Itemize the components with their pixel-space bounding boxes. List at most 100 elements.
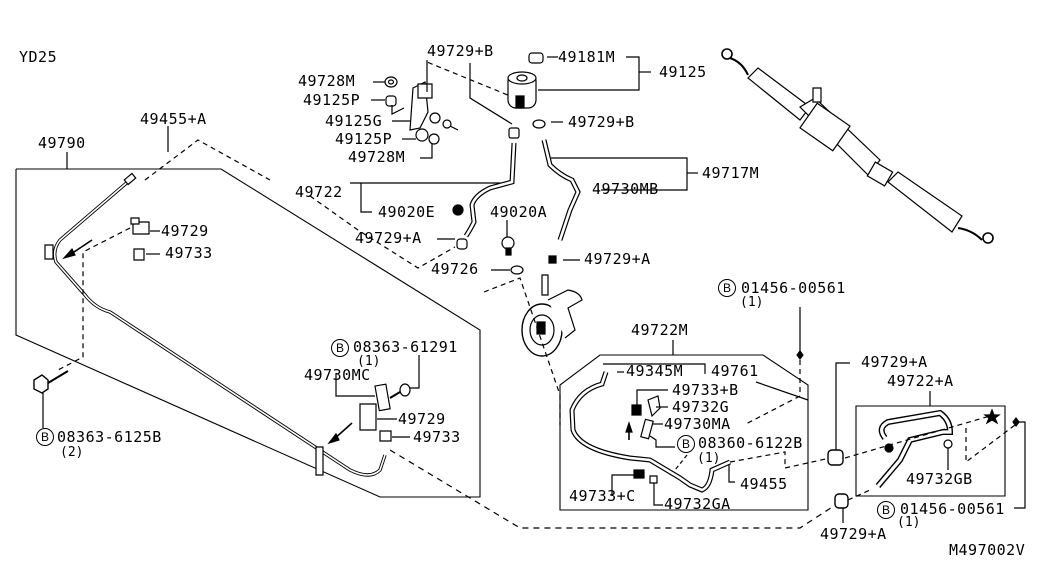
part-label-49722M[interactable]: 49722M [631, 321, 689, 339]
leader-49729B-top [470, 63, 512, 124]
bracket-49732G-icon [648, 396, 660, 416]
bolt-01456-bottom-icon [1013, 418, 1019, 426]
qty-bolt-mid: (1) [357, 354, 381, 369]
part-label-49733B[interactable]: 49733+B [672, 381, 739, 399]
panel-49790-outline [16, 169, 480, 497]
hose-49717M-icon [544, 140, 578, 240]
part-label-49181M[interactable]: 49181M [558, 48, 616, 66]
steering-gear-icon [722, 49, 993, 243]
part-label-49761[interactable]: 49761 [711, 362, 759, 380]
clamp-49733C-icon [634, 470, 644, 478]
star-icon [985, 410, 999, 423]
part-label-01456-00561-top[interactable]: 01456-00561 [741, 279, 846, 297]
part-label-49726[interactable]: 49726 [431, 260, 479, 278]
leader-49125P-top-b [392, 105, 404, 114]
bracket-49730MC-icon [360, 384, 391, 441]
part-label-49733C[interactable]: 49733+C [569, 487, 636, 505]
arrow-49722M [626, 423, 632, 440]
clamp-49732GA-icon [650, 476, 657, 483]
part-label-49722[interactable]: 49722 [295, 183, 343, 201]
leader-49717M-bracket [550, 158, 687, 190]
part-label-49729-mid[interactable]: 49729 [398, 410, 446, 428]
part-label-49729A-mid[interactable]: 49729+A [584, 250, 651, 268]
cap-49181M-icon [529, 53, 543, 63]
part-label-49125P-bot[interactable]: 49125P [335, 130, 393, 148]
part-label-49125P-top[interactable]: 49125P [303, 91, 361, 109]
badge-b-bolt-bottom-right: B [877, 501, 895, 519]
hose-49722-icon [466, 143, 514, 236]
part-label-49733-left[interactable]: 49733 [165, 244, 213, 262]
clip-on-hose-icon [316, 447, 323, 475]
bushing-49125P-bot-icon [416, 129, 428, 141]
clip-49729-left-icon [131, 218, 149, 234]
part-label-08360-6122B[interactable]: 08360-6122B [698, 434, 803, 452]
part-label-49729-left[interactable]: 49729 [161, 222, 209, 240]
dashed-guide-49455 [675, 455, 687, 470]
part-label-49717M[interactable]: 49717M [702, 164, 760, 182]
part-label-01456-00561-bottom[interactable]: 01456-00561 [900, 500, 1005, 518]
part-label-49730MA[interactable]: 49730MA [664, 415, 731, 433]
clamp-49729B-right-icon [533, 120, 545, 128]
dashed-guide-49729A-left [310, 196, 455, 268]
part-label-49729B-right[interactable]: 49729+B [568, 113, 635, 131]
part-label-49732G[interactable]: 49732G [672, 398, 730, 416]
leader-49733C [612, 475, 634, 496]
part-label-49729A-right-top[interactable]: 49729+A [861, 353, 928, 371]
bolt-08363-6125B-icon [34, 371, 68, 393]
part-label-49020E[interactable]: 49020E [378, 203, 436, 221]
leader-49728M-bot [420, 144, 432, 158]
qty-bolt-left: (2) [60, 445, 84, 460]
badge-b-bolt-mid: B [331, 339, 349, 357]
part-label-08363-61291[interactable]: 08363-61291 [353, 338, 458, 356]
bushing-49125P-top-icon [386, 96, 396, 106]
leader-49732GA [654, 483, 663, 505]
part-label-49729A-left[interactable]: 49729+A [355, 229, 422, 247]
qty-bolt-inner: (1) [697, 451, 721, 466]
part-label-49729A-right-bot[interactable]: 49729+A [820, 525, 887, 543]
part-label-49790[interactable]: 49790 [38, 134, 86, 152]
badge-b-bolt-inner: B [677, 435, 695, 453]
leader-bolt-bottom-right [1014, 422, 1025, 508]
bolt-01456-top-icon [797, 351, 803, 359]
dashed-guide-pump [484, 278, 560, 425]
leader-bolt-inner [650, 436, 675, 447]
part-label-49728M-top[interactable]: 49728M [298, 72, 356, 90]
part-label-08363-6125B[interactable]: 08363-6125B [57, 428, 162, 446]
panel-edge-ext [756, 382, 808, 400]
clamp-49729A-mid-icon [549, 256, 556, 263]
part-label-49125G[interactable]: 49125G [325, 112, 383, 130]
part-label-49722A[interactable]: 49722+A [887, 372, 954, 390]
part-label-49730MC[interactable]: 49730MC [304, 366, 371, 384]
part-label-49125[interactable]: 49125 [659, 63, 707, 81]
part-label-49732GA[interactable]: 49732GA [664, 495, 731, 513]
dashed-guide-bolt-bottom [966, 425, 1015, 462]
qty-bolt-top-right: (1) [740, 295, 764, 310]
bolt-49125G-icon [430, 113, 458, 130]
part-label-49345M[interactable]: 49345M [626, 362, 684, 380]
bracket-49125G-icon [410, 82, 432, 130]
dashed-guide-49455-right [730, 452, 830, 468]
leader-49733B [637, 390, 668, 405]
part-label-49455A[interactable]: 49455+A [140, 110, 207, 128]
part-label-49729B-top[interactable]: 49729+B [427, 42, 494, 60]
washer-49726-icon [511, 266, 523, 274]
leader-49730MC [336, 373, 375, 396]
figure-code-label: M497002V [949, 541, 1026, 559]
leader-49729A-right-top [836, 363, 850, 453]
clamp-49020E-icon [453, 205, 463, 215]
part-label-49020A[interactable]: 49020A [490, 203, 548, 221]
part-label-49455[interactable]: 49455 [740, 475, 788, 493]
dashed-guide-49455A [145, 140, 270, 180]
return-hose-49790 [45, 173, 385, 475]
dashed-guide-bottom [390, 450, 840, 528]
engine-code-label: YD25 [19, 48, 58, 66]
dashed-guide-bolt-top [744, 360, 800, 425]
part-label-49732GB[interactable]: 49732GB [906, 470, 973, 488]
hose-49722M-icon [572, 372, 730, 490]
hose-49722A-icon [878, 413, 952, 486]
nut-49728M-bot-icon [429, 134, 439, 144]
badge-b-bolt-top-right: B [718, 279, 736, 297]
part-label-49728M-bot[interactable]: 49728M [348, 148, 406, 166]
part-label-49730MB[interactable]: 49730MB [592, 180, 659, 198]
part-label-49733-mid[interactable]: 49733 [413, 428, 461, 446]
